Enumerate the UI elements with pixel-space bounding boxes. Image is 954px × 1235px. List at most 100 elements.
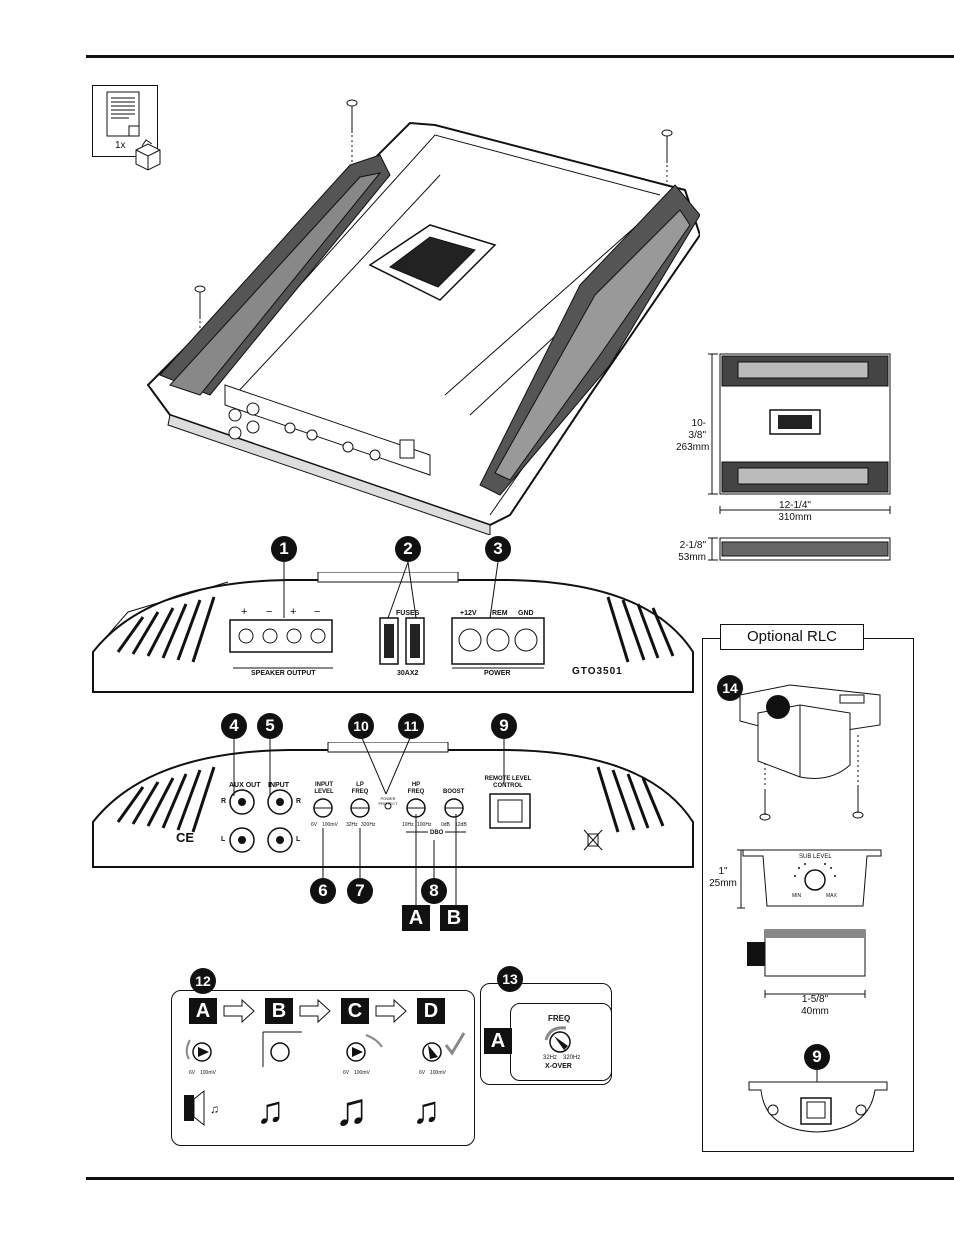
step-c-max: 100mV — [354, 1070, 370, 1076]
step-a-min: 6V — [189, 1070, 196, 1076]
fuse-rating-label: 30AX2 — [397, 670, 419, 677]
power-rem-label: REM — [492, 610, 508, 617]
callout-1: 1 — [271, 536, 297, 562]
manual-icon — [106, 91, 140, 137]
right-channel-label: R — [221, 798, 227, 805]
lp-freq-label: LP FREQ — [351, 782, 369, 795]
lp-min: 32Hz — [346, 822, 358, 828]
power-label: POWER — [484, 670, 511, 677]
ce-mark: CE — [176, 830, 195, 845]
callout-12: 12 — [190, 968, 216, 994]
hp-freq-label: HP FREQ — [407, 782, 425, 795]
freq-min: 32Hz — [543, 1055, 558, 1061]
dimension-drawings — [708, 353, 891, 561]
step-12-illustration: ♫ ♫ ♫ ♫ — [184, 998, 466, 1135]
input-label: INPUT — [268, 782, 289, 789]
power-gnd-label: GND — [518, 610, 534, 617]
dim-length: 10-3/8" 263mm — [676, 418, 710, 454]
svg-text:♫: ♫ — [210, 1102, 219, 1116]
input-side-panel — [92, 742, 694, 868]
dim-height: 2-1/8" 53mm — [676, 540, 706, 564]
input-level-max: 100mV — [322, 822, 338, 828]
rlc-sub-level-label: SUB LEVEL — [799, 854, 832, 860]
freq-max: 320Hz — [563, 1055, 581, 1061]
speaker-plus-2: + — [290, 606, 297, 618]
rlc-title-box: Optional RLC — [720, 624, 864, 650]
speaker-output-label: SPEAKER OUTPUT — [251, 670, 316, 677]
rlc-title: Optional RLC — [746, 628, 838, 645]
lp-max: 320Hz — [361, 822, 376, 828]
letter-a-hp: A — [402, 905, 430, 931]
svg-text:♫: ♫ — [412, 1090, 441, 1132]
fuses-label: FUSES — [396, 610, 420, 617]
top-rule — [86, 55, 954, 58]
right-channel-label-2: R — [296, 798, 302, 805]
power-side-panel — [92, 572, 694, 693]
rlc-back-view — [748, 1070, 888, 1133]
dim-height-in: 2-1/8" — [679, 540, 706, 551]
callout-8: 8 — [421, 878, 447, 904]
step-c: C — [341, 998, 369, 1024]
amplifier-isometric-illustration — [146, 99, 700, 535]
speaker-plus-1: + — [241, 606, 248, 618]
callout-4: 4 — [221, 713, 247, 739]
dim-length-mm: 263mm — [676, 442, 710, 453]
remote-level-control-label: REMOTE LEVEL CONTROL — [484, 776, 532, 789]
callout-9: 9 — [491, 713, 517, 739]
callout-7: 7 — [347, 878, 373, 904]
callout-9-rlc: 9 — [804, 1044, 830, 1070]
step-12-panel — [171, 990, 475, 1146]
rlc-width-mm: 40mm — [801, 1006, 829, 1017]
model-label: GTO3501 — [572, 666, 623, 677]
rlc-max-label: MAX — [826, 893, 837, 899]
power-protect-label: POWER PROTECT — [378, 796, 398, 806]
box-icon — [135, 139, 161, 171]
freq-knob-icon — [544, 1026, 571, 1053]
rlc-height-mm: 25mm — [709, 878, 737, 889]
step-d: D — [417, 998, 445, 1024]
rlc-dim-width: 1-5/8" 40mm — [785, 994, 845, 1018]
freq-label: FREQ — [548, 1014, 571, 1023]
step-b: B — [265, 998, 293, 1024]
boost-label: BOOST — [443, 789, 465, 795]
hp-min: 10Hz — [402, 822, 414, 828]
step-a: A — [189, 998, 217, 1024]
step-d-min: 6V — [419, 1070, 426, 1076]
rlc-width-in: 1-5/8" — [801, 994, 829, 1005]
rlc-dim-height: 1" 25mm — [708, 866, 738, 890]
callout-10: 10 — [348, 713, 374, 739]
left-channel-label: L — [221, 836, 226, 843]
step-a-max: 100mV — [200, 1070, 216, 1076]
input-level-min: 6V — [311, 822, 318, 828]
boost-min: 0dB — [441, 822, 450, 828]
callout-14: 14 — [717, 675, 743, 701]
aux-out-label: AUX OUT — [229, 782, 261, 789]
callout-11: 11 — [398, 713, 424, 739]
left-channel-label-2: L — [296, 836, 301, 843]
callout-13: 13 — [497, 966, 523, 992]
speaker-minus-1: − — [266, 606, 273, 618]
speaker-minus-2: − — [314, 606, 321, 618]
callout-leaders-top — [283, 561, 499, 619]
callout-5: 5 — [257, 713, 283, 739]
rlc-height-in: 1" — [718, 866, 728, 877]
callout-2: 2 — [395, 536, 421, 562]
dbo-label: DBO — [428, 830, 446, 836]
boost-max: 12dB — [455, 822, 467, 828]
step-13-a: A — [484, 1028, 512, 1054]
svg-text:♫: ♫ — [334, 1083, 369, 1135]
svg-text:♫: ♫ — [256, 1090, 285, 1132]
dim-width-in: 12-1/4" — [779, 500, 811, 511]
callout-leaders-bottom — [233, 737, 505, 906]
bottom-rule — [86, 1177, 954, 1180]
step-d-max: 100mV — [430, 1070, 446, 1076]
step-c-min: 6V — [343, 1070, 350, 1076]
callout-6: 6 — [310, 878, 336, 904]
rlc-isometric-illustration — [739, 684, 881, 821]
callout-3: 3 — [485, 536, 511, 562]
dim-width-mm: 310mm — [778, 512, 812, 523]
rlc-dimension-views — [737, 849, 882, 998]
power-12v-label: +12V — [460, 610, 477, 617]
package-contents: 1x — [92, 85, 158, 157]
dim-length-in: 10-3/8" — [688, 418, 706, 441]
